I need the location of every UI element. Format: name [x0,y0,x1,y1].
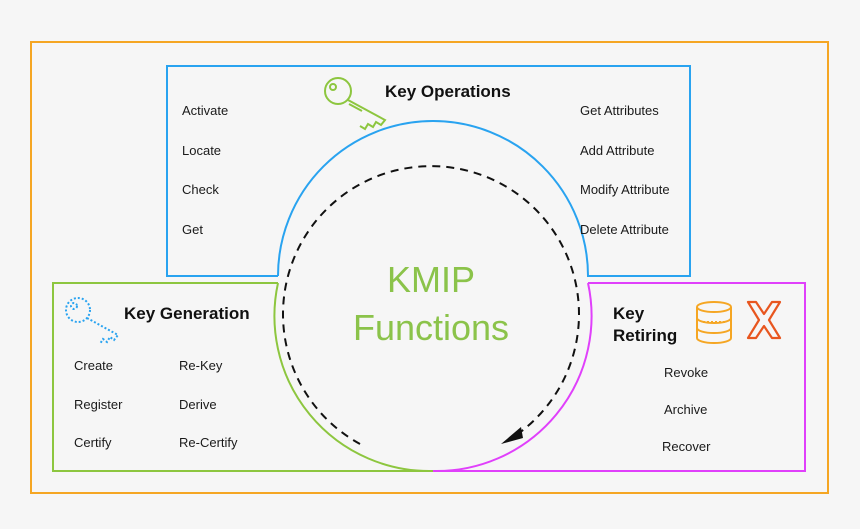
operations-item-get-attributes: Get Attributes [580,103,659,118]
dotted-key-icon [65,297,120,345]
generation-arc [273,282,434,473]
generation-item-certify: Certify [74,435,112,450]
retiring-item-recover: Recover [662,439,711,454]
generation-box [52,282,433,472]
generation-item-register: Register [74,397,123,412]
retiring-item-archive: Archive [664,402,708,417]
database-icon [696,301,732,344]
operations-item-modify-attribute: Modify Attribute [580,182,670,197]
operations-item-delete-attribute: Delete Attribute [580,222,669,237]
center-title-line2: Functions [352,307,510,348]
key-icon [324,77,387,131]
operations-item-add-attribute: Add Attribute [580,143,655,158]
generation-title: Key Generation [124,304,250,323]
cycle-arrow-path [282,165,580,445]
operations-title: Key Operations [385,82,511,101]
operations-item-locate: Locate [182,143,222,158]
operations-item-check: Check [182,182,219,197]
retiring-item-revoke: Revoke [664,365,709,380]
generation-item-re-key: Re-Key [179,358,223,373]
operations-item-get: Get [182,222,203,237]
x-mark-icon [746,300,782,340]
operations-item-activate: Activate [182,103,229,118]
outer-frame [30,41,829,494]
generation-item-derive: Derive [179,397,217,412]
center-title-line1: KMIP [386,259,475,300]
retiring-arc [432,282,593,473]
cycle-arrowhead [501,427,523,444]
retiring-title-line2: Retiring [613,326,678,345]
retiring-title-line1: Key [613,304,645,323]
generation-item-re-certify: Re-Certify [179,435,238,450]
operations-box [166,65,691,277]
generation-item-create: Create [74,358,114,373]
retiring-box [433,282,806,472]
